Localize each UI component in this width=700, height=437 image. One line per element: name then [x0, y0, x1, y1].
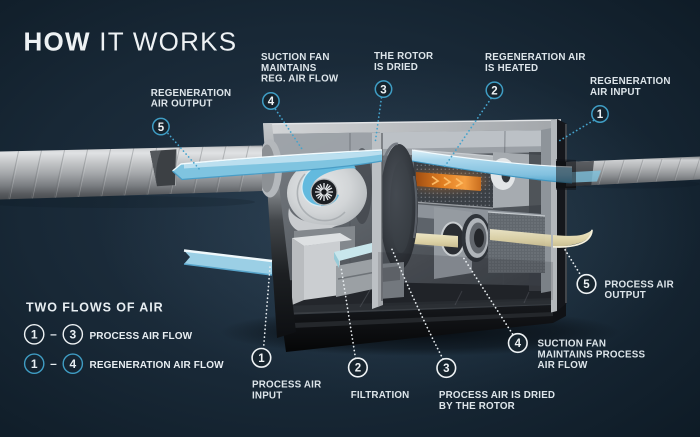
- svg-text:REGENERATION: REGENERATION: [590, 76, 671, 87]
- svg-text:2: 2: [491, 86, 497, 98]
- svg-text:AIR FLOW: AIR FLOW: [538, 360, 589, 371]
- svg-text:3: 3: [69, 328, 76, 342]
- svg-text:AIR OUTPUT: AIR OUTPUT: [151, 99, 213, 110]
- svg-text:1: 1: [597, 109, 604, 121]
- svg-text:3: 3: [380, 84, 386, 96]
- svg-text:PROCESS AIR: PROCESS AIR: [252, 380, 321, 391]
- svg-text:SUCTION FAN: SUCTION FAN: [261, 52, 330, 63]
- svg-text:TWO FLOWS OF AIR: TWO FLOWS OF AIR: [26, 301, 164, 315]
- svg-text:REG. AIR FLOW: REG. AIR FLOW: [261, 74, 339, 85]
- svg-text:SUCTION FAN: SUCTION FAN: [538, 339, 607, 350]
- svg-text:5: 5: [158, 122, 165, 134]
- svg-text:1: 1: [31, 328, 38, 342]
- svg-text:4: 4: [515, 338, 522, 350]
- svg-text:3: 3: [443, 363, 449, 375]
- svg-text:THE ROTOR: THE ROTOR: [374, 51, 433, 62]
- svg-text:REGENERATION: REGENERATION: [151, 88, 232, 99]
- svg-text:4: 4: [268, 96, 275, 108]
- svg-text:HOW IT WORKS: HOW IT WORKS: [24, 27, 238, 57]
- svg-text:1: 1: [258, 353, 265, 365]
- svg-text:REGENERATION AIR FLOW: REGENERATION AIR FLOW: [90, 360, 225, 371]
- svg-text:–: –: [50, 327, 57, 341]
- svg-text:PROCESS AIR IS DRIED: PROCESS AIR IS DRIED: [439, 390, 555, 401]
- svg-text:–: –: [50, 357, 57, 371]
- svg-text:PROCESS AIR FLOW: PROCESS AIR FLOW: [90, 331, 193, 342]
- svg-text:AIR INPUT: AIR INPUT: [590, 87, 641, 98]
- svg-text:INPUT: INPUT: [252, 390, 282, 401]
- svg-text:1: 1: [31, 357, 38, 371]
- svg-text:IS HEATED: IS HEATED: [485, 63, 538, 74]
- svg-text:FILTRATION: FILTRATION: [351, 390, 410, 401]
- svg-text:IS DRIED: IS DRIED: [374, 62, 418, 73]
- svg-text:MAINTAINS: MAINTAINS: [261, 63, 317, 74]
- svg-text:BY THE ROTOR: BY THE ROTOR: [439, 401, 515, 412]
- svg-text:PROCESS AIR: PROCESS AIR: [605, 279, 674, 290]
- svg-text:5: 5: [583, 279, 590, 291]
- svg-text:2: 2: [355, 363, 361, 375]
- svg-text:MAINTAINS PROCESS: MAINTAINS PROCESS: [538, 349, 646, 360]
- svg-text:REGENERATION AIR: REGENERATION AIR: [485, 52, 586, 63]
- svg-text:OUTPUT: OUTPUT: [605, 290, 646, 301]
- svg-text:4: 4: [69, 357, 76, 371]
